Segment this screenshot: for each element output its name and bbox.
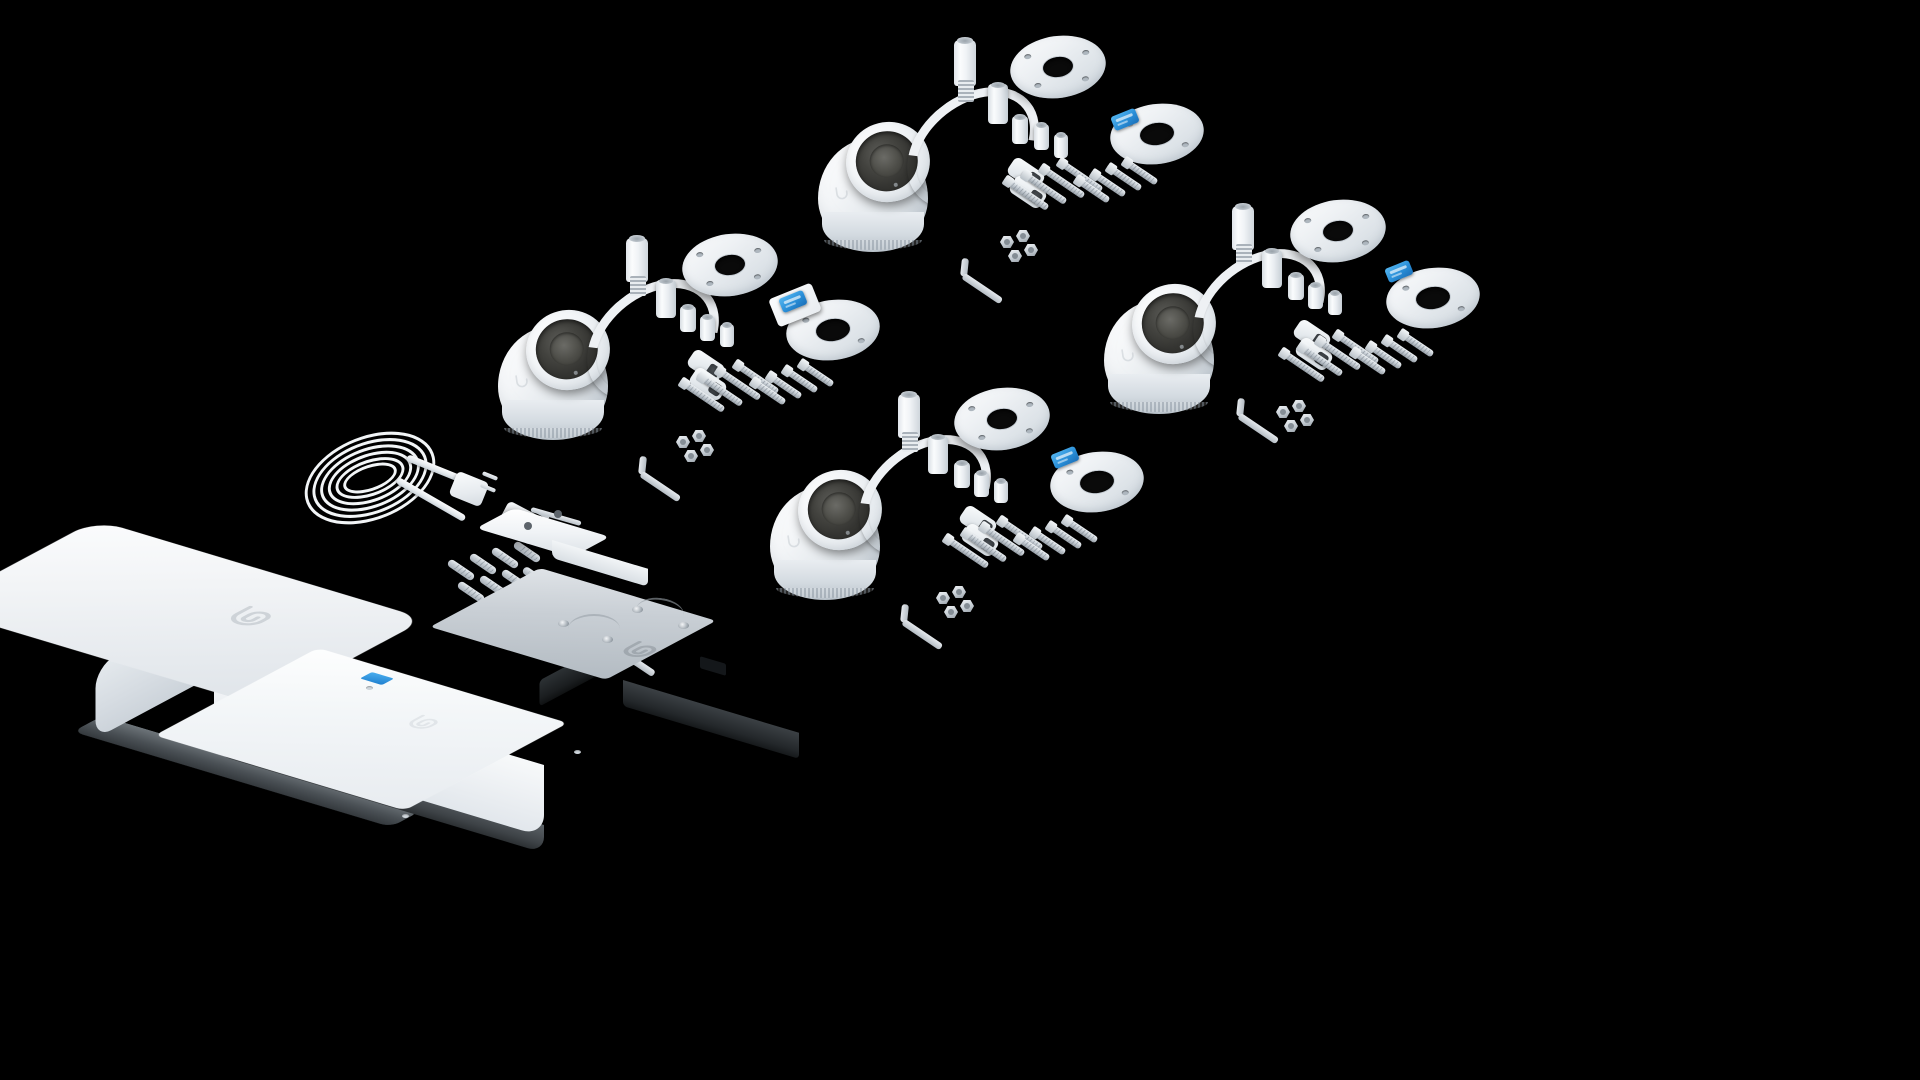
camera-1-logo-icon (831, 183, 854, 206)
camera-2[interactable] (486, 292, 636, 452)
camera-1-grommet-2 (1034, 122, 1049, 150)
power-cable-coil[interactable] (292, 415, 444, 541)
ubiquiti-logo-icon (210, 602, 288, 634)
camera-1-grommet-1 (1012, 114, 1028, 144)
hdd-spindle-arc (568, 614, 620, 644)
camera-2-base-collar (502, 400, 604, 440)
camera-2-logo-icon (511, 371, 534, 394)
camera-1-ceiling-plate[interactable] (1006, 29, 1110, 105)
hdd-screw-1 (558, 620, 569, 627)
camera-4-grommet-3 (994, 478, 1008, 503)
camera-1[interactable] (806, 104, 956, 264)
camera-4[interactable] (758, 452, 908, 612)
camera-1-gland-nut (988, 82, 1008, 124)
camera-2-grommet-2 (700, 314, 715, 341)
camera-1-grommet-3 (1054, 132, 1068, 158)
camera-3-grommet-2 (1308, 282, 1323, 309)
camera-1-base-collar (822, 212, 924, 252)
camera-4-logo-icon (783, 531, 806, 554)
hdd-ubiquiti-logo-icon (607, 638, 670, 664)
camera-1-mount-ring[interactable] (1106, 97, 1208, 171)
camera-3-grommet-1 (1288, 272, 1304, 300)
drive-bracket-peg-2 (554, 510, 562, 518)
camera-3-gland-nut (1262, 248, 1282, 288)
camera-3-logo-icon (1117, 345, 1140, 368)
wall-plate-hole-1 (366, 686, 373, 690)
camera-2-grommet-1 (680, 304, 696, 332)
camera-3-grommet-3 (1328, 290, 1342, 315)
camera-4-grommet-2 (974, 470, 989, 497)
scene-title: UniFi Protect Camera Kit — exploded prod… (0, 0, 1, 1)
plug-prong-1 (481, 471, 499, 481)
wall-plate-logo-icon (394, 712, 450, 735)
camera-4-grommet-1 (954, 460, 970, 488)
camera-3[interactable] (1092, 266, 1242, 426)
camera-4-base-collar (774, 560, 876, 600)
camera-4-gland-nut (928, 434, 948, 474)
hdd-screw-4 (678, 622, 689, 629)
camera-3-base-collar (1108, 374, 1210, 414)
hard-disk-drive[interactable] (429, 568, 799, 759)
camera-2-grommet-3 (720, 322, 734, 347)
hdd-front-connector-panel (623, 680, 799, 759)
camera-2-gland-nut (656, 278, 676, 318)
power-plug-wall (448, 470, 490, 508)
wall-plate-hole-3 (402, 814, 409, 818)
nvr-device[interactable] (0, 520, 544, 853)
drive-bracket-peg-1 (524, 522, 532, 530)
hdd-screw-3 (632, 606, 643, 613)
wall-plate-hole-2 (574, 750, 581, 754)
